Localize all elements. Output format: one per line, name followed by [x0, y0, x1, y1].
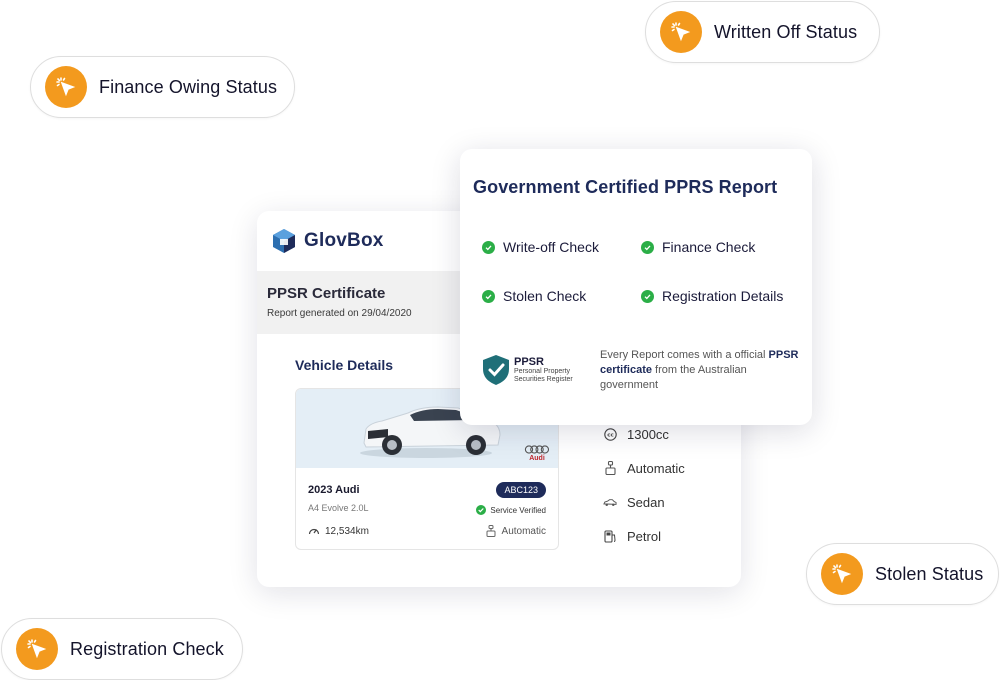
stolen-status-label: Stolen Status — [875, 563, 984, 584]
finance-owing-status-pill[interactable]: Finance Owing Status — [30, 56, 295, 118]
registration-check-label: Registration Check — [70, 638, 224, 659]
glovbox-header: GlovBox — [257, 211, 741, 271]
green-check-icon — [482, 289, 495, 303]
speedometer-icon — [308, 528, 320, 535]
ppsr-description: Every Report comes with a official PPSR … — [600, 348, 800, 393]
engine-cc-icon: cc — [603, 427, 617, 441]
service-verified-label: Service Verified — [490, 505, 546, 515]
ppsr-badge-text: PPSR Personal Property Securities Regist… — [514, 355, 573, 384]
registration-check-pill[interactable]: Registration Check — [1, 618, 243, 680]
vehicle-card[interactable]: Audi 2023 Audi A4 Evolve 2.0L ABC123 Ser… — [295, 388, 559, 550]
svg-text:cc: cc — [607, 432, 614, 438]
odometer-value: 12,534km — [325, 525, 369, 537]
vehicle-details-title: Vehicle Details — [295, 357, 394, 373]
ppsr-badge-main: PPSR — [514, 355, 544, 368]
green-check-icon — [641, 289, 654, 303]
service-verified: Service Verified — [476, 505, 546, 515]
transmission: Automatic — [486, 525, 546, 537]
cursor-click-icon — [821, 553, 863, 595]
spec-transmission: Automatic — [603, 459, 685, 477]
car-info: 2023 Audi A4 Evolve 2.0L ABC123 Service … — [296, 468, 558, 549]
cursor-click-icon — [45, 66, 87, 108]
ppsr-desc-bold: PPSR certificate — [600, 349, 799, 376]
glovbox-logo-icon — [273, 229, 295, 253]
car-model: A4 Evolve 2.0L — [308, 503, 369, 513]
fuel-icon — [603, 529, 617, 543]
spec-engine-label: 1300cc — [627, 426, 669, 442]
check-stolen: Stolen Check — [482, 288, 586, 304]
spec-fuel-label: Petrol — [627, 528, 661, 544]
pprs-report-title: Government Certified PPRS Report — [473, 177, 778, 197]
written-off-status-label: Written Off Status — [714, 21, 858, 42]
car-body-icon — [603, 495, 617, 509]
audi-rings-icon — [524, 445, 550, 454]
written-off-status-pill[interactable]: Written Off Status — [645, 1, 880, 63]
pprs-report-card: Government Certified PPRS Report Write-o… — [460, 149, 812, 425]
check-stolen-label: Stolen Check — [503, 288, 587, 304]
green-check-icon — [641, 240, 654, 254]
check-finance: Finance Check — [641, 239, 755, 255]
cursor-click-icon — [660, 11, 702, 53]
ppsr-desc-pre: Every Report comes with a official — [600, 349, 766, 361]
check-registration: Registration Details — [641, 288, 783, 304]
ppsr-badge: PPSR Personal Property Securities Regist… — [482, 354, 573, 386]
gear-shift-icon — [603, 461, 617, 475]
audi-wordmark: Audi — [529, 455, 545, 462]
spec-fuel: Petrol — [603, 527, 685, 545]
check-write-off-label: Write-off Check — [503, 239, 599, 255]
finance-owing-status-label: Finance Owing Status — [99, 76, 278, 97]
vehicle-specs-list: cc 1300cc Automatic Sedan Petrol — [603, 425, 685, 561]
cursor-click-icon — [16, 628, 58, 670]
spec-body-label: Sedan — [627, 494, 665, 510]
spec-engine: cc 1300cc — [603, 425, 685, 443]
spec-body: Sedan — [603, 493, 685, 511]
verified-check-icon — [476, 505, 487, 515]
green-check-icon — [482, 240, 495, 254]
ppsr-shield-icon — [483, 355, 509, 385]
transmission-value: Automatic — [501, 525, 546, 537]
glovbox-brand: GlovBox — [304, 230, 384, 251]
check-write-off: Write-off Check — [482, 239, 599, 255]
report-generated-date: Report generated on 29/04/2020 — [267, 308, 412, 319]
stolen-status-pill[interactable]: Stolen Status — [806, 543, 999, 605]
audi-logo: Audi — [524, 445, 550, 462]
odometer: 12,534km — [308, 525, 369, 537]
ppsr-badge-sub-2: Securities Register — [514, 375, 573, 383]
spec-transmission-label: Automatic — [627, 460, 685, 476]
plate-badge: ABC123 — [496, 482, 546, 498]
gear-shift-icon — [486, 525, 496, 537]
check-registration-label: Registration Details — [662, 288, 784, 304]
check-finance-label: Finance Check — [662, 239, 756, 255]
ppsr-badge-sub-1: Personal Property — [514, 367, 571, 375]
ppsr-desc-post: from the Australian government — [600, 364, 747, 391]
certificate-title: PPSR Certificate — [267, 285, 386, 302]
car-name: 2023 Audi — [308, 484, 360, 496]
